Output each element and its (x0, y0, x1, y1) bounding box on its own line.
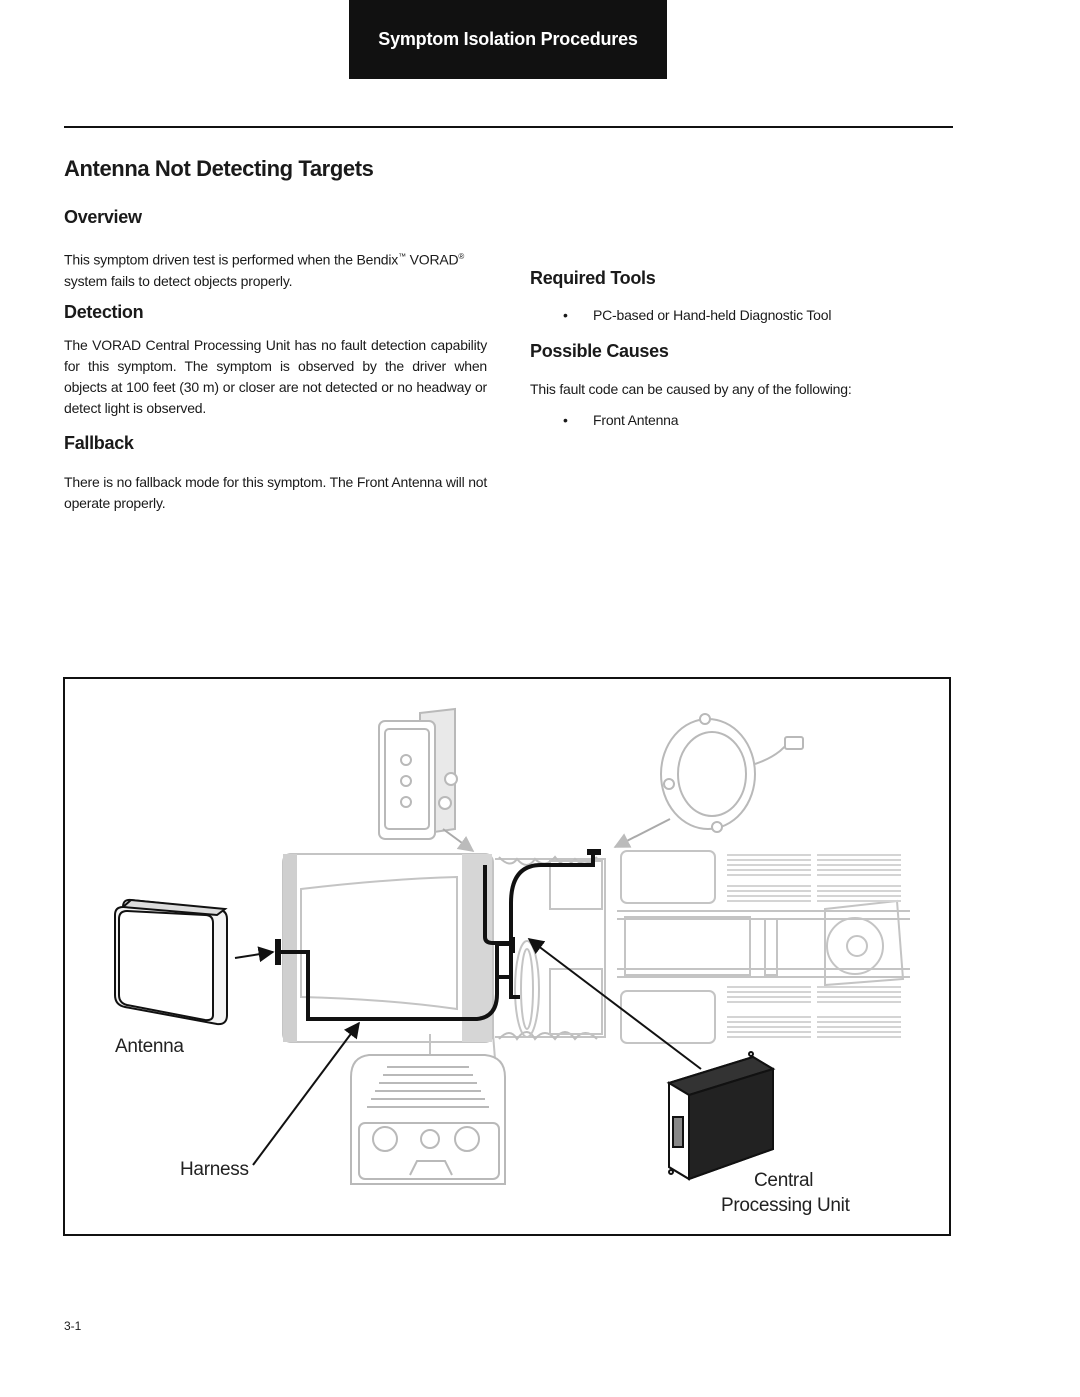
possible-causes-heading: Possible Causes (530, 341, 669, 361)
possible-causes-item: • Front Antenna (563, 412, 679, 428)
section-header-label: Symptom Isolation Procedures (378, 29, 638, 49)
central-processing-unit (666, 1051, 776, 1181)
overview-heading: Overview (64, 207, 142, 227)
fallback-heading: Fallback (64, 433, 134, 453)
fallback-text: There is no fallback mode for this sympt… (64, 474, 488, 511)
cpu-label-line2: Processing Unit (721, 1195, 850, 1216)
detection-text: The VORAD Central Processing Unit has no… (64, 337, 487, 416)
overview-text: This symptom driven test is performed wh… (64, 251, 465, 289)
wiring-harness (277, 852, 595, 1021)
required-tools-item: • PC-based or Hand-held Diagnostic Tool (563, 307, 832, 323)
front-antenna (114, 898, 228, 1026)
harness-arrow (252, 1021, 360, 1166)
harness-connector (587, 849, 601, 855)
bullet-icon: • (563, 412, 568, 428)
harness-label: Harness (180, 1159, 249, 1180)
system-diagram: Antenna Harness Central Processing Unit (63, 677, 951, 1236)
cpu-label-line1: Central (754, 1170, 814, 1191)
antenna-label: Antenna (115, 1036, 184, 1057)
header-divider (64, 126, 953, 128)
section-header-tab: Symptom Isolation Procedures (349, 0, 667, 79)
driver-display-unit (378, 707, 475, 852)
required-tools-heading: Required Tools (530, 268, 656, 288)
control-unit (350, 1054, 506, 1185)
side-sensor (613, 713, 804, 848)
drive-shaft (514, 940, 540, 1038)
antenna-arrow (234, 946, 275, 963)
system-diagram-drawing (114, 707, 910, 1185)
page-title: Antenna Not Detecting Targets (64, 156, 374, 181)
detection-heading: Detection (64, 302, 144, 322)
possible-causes-intro: This fault code can be caused by any of … (530, 381, 852, 397)
cpu-arrow (527, 938, 702, 1070)
harness-connector (509, 937, 515, 953)
harness-connector (275, 939, 281, 965)
truck-cab (282, 850, 910, 1060)
tire-stripes (727, 854, 901, 1038)
bullet-icon: • (563, 307, 568, 323)
page-number: 3-1 (64, 1319, 82, 1333)
